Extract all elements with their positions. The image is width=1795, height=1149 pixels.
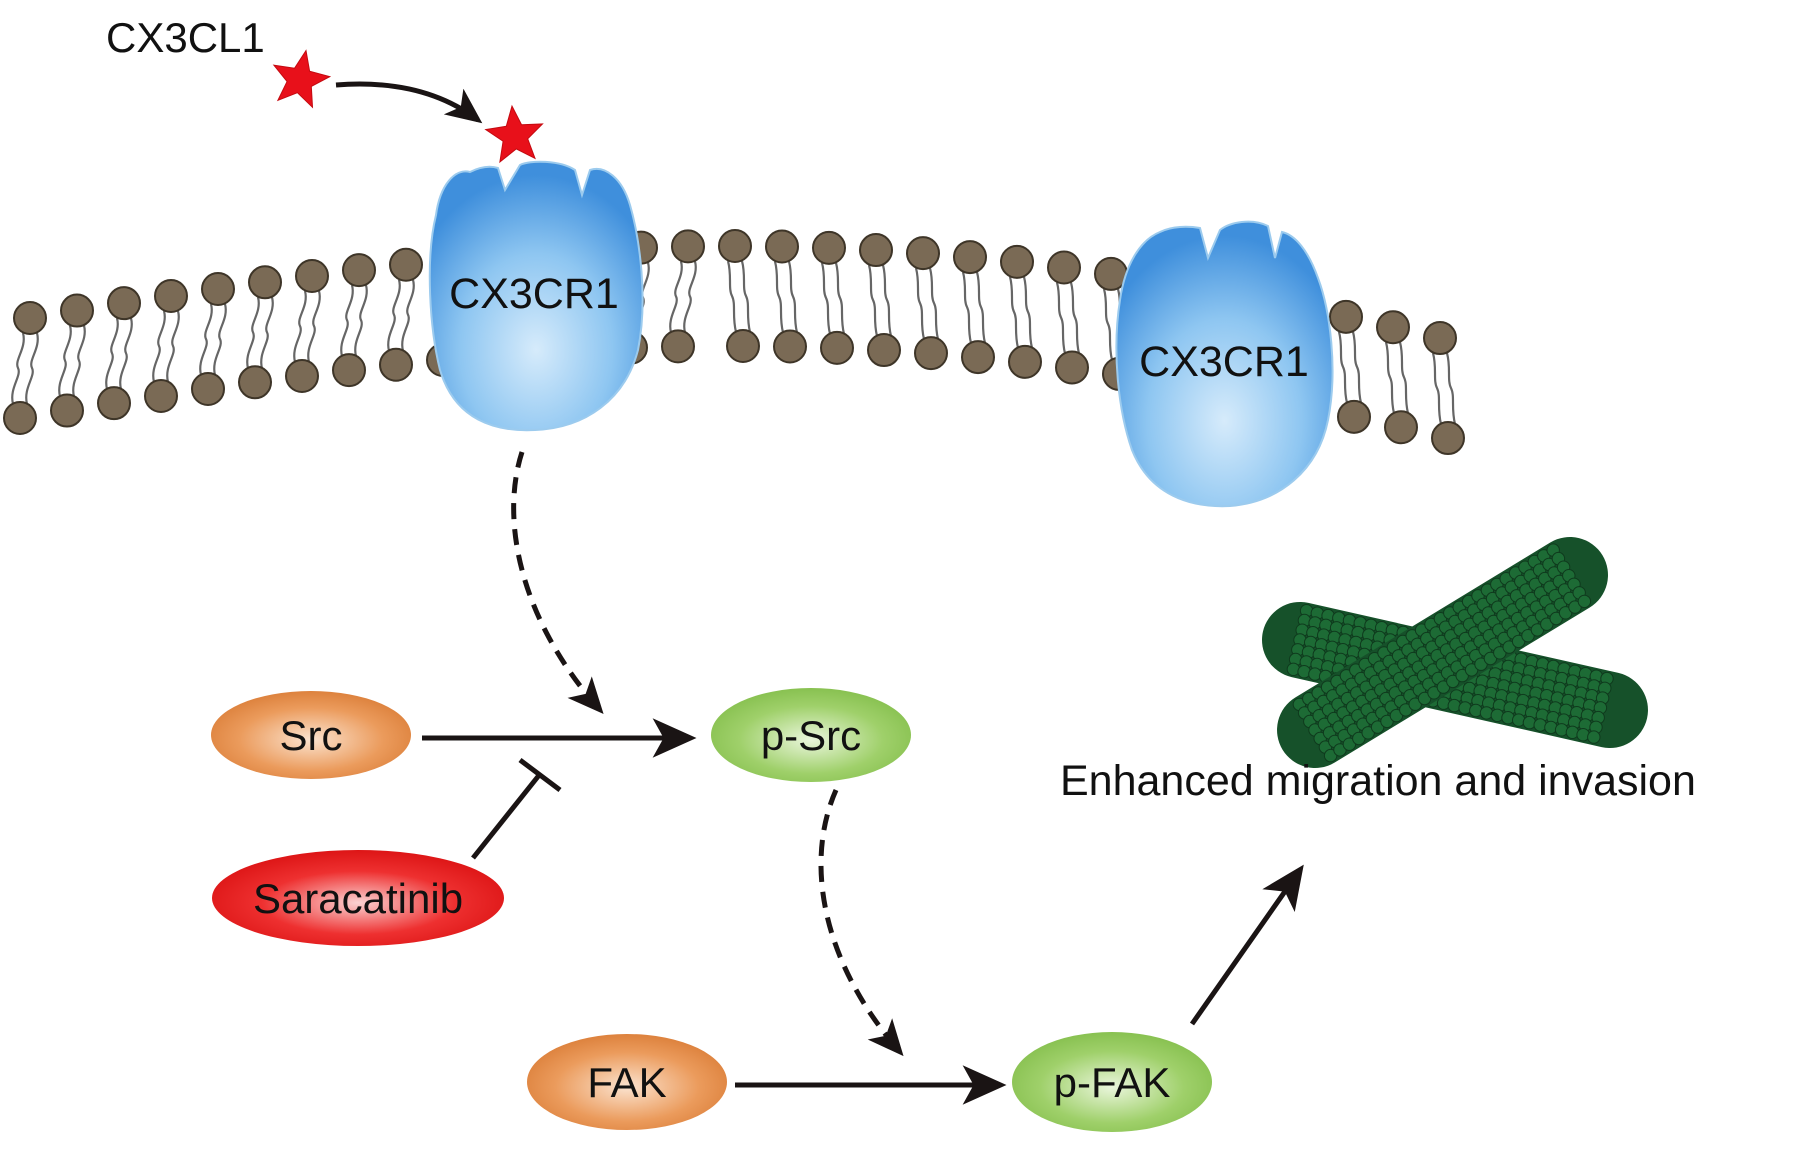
receptor-body <box>1115 220 1334 508</box>
ligand-star-icon <box>272 49 332 109</box>
lipid-head <box>812 230 846 265</box>
phospholipid <box>1000 244 1042 379</box>
lipid-head <box>60 293 94 328</box>
lipid-head <box>248 265 282 300</box>
node-fak: FAK <box>527 1034 727 1130</box>
phospholipid <box>191 271 235 406</box>
receptor-body <box>428 160 644 432</box>
lipid-head <box>379 347 413 382</box>
receptor-label: CX3CR1 <box>449 270 619 318</box>
phospholipid <box>379 247 423 382</box>
lipid-head <box>1384 410 1418 445</box>
receptor-cx3cr1-unbound: CX3CR1 <box>1115 220 1334 508</box>
lipid-head <box>107 286 141 321</box>
node-p-fak: p-FAK <box>1012 1032 1212 1132</box>
phospholipid <box>953 240 995 375</box>
phospholipid <box>718 229 760 364</box>
ligand-binding-arrow <box>335 81 483 124</box>
lipid-head <box>671 229 705 264</box>
lipid-head <box>1329 299 1363 334</box>
node-label: FAK <box>587 1059 666 1106</box>
phospholipid <box>1047 250 1089 385</box>
phospholipid <box>238 265 282 400</box>
node-label: Src <box>280 712 343 759</box>
phospholipid <box>812 230 854 365</box>
lipid-head <box>201 271 235 306</box>
microtubule-icon <box>1262 537 1648 768</box>
node-p-src: p-Src <box>711 688 911 782</box>
lipid-head <box>661 329 695 364</box>
lipid-head <box>238 365 272 400</box>
receptor-cx3cr1-bound: CX3CR1 <box>428 160 644 432</box>
phospholipid <box>765 229 807 364</box>
node-label: Saracatinib <box>253 875 463 922</box>
phospholipid <box>1423 321 1465 456</box>
phospholipid <box>859 233 901 368</box>
lipid-head <box>906 236 940 271</box>
indirect-arrow-receptor-to-psrc <box>511 451 604 715</box>
phospholipid <box>906 236 948 371</box>
lipid-head <box>295 259 329 294</box>
lipid-head <box>859 233 893 268</box>
phospholipid <box>332 253 376 388</box>
lipid-head <box>342 253 376 288</box>
node-src: Src <box>211 691 411 779</box>
lipid-head <box>50 393 84 428</box>
lipid-head <box>191 371 225 406</box>
phospholipid <box>1376 310 1418 445</box>
lipid-head <box>1047 250 1081 285</box>
lipid-head <box>953 240 987 275</box>
phospholipid <box>50 293 94 428</box>
phospholipid <box>661 229 705 364</box>
lipid-head <box>1008 344 1042 379</box>
lipid-head <box>1337 399 1371 434</box>
lipid-head <box>765 229 799 264</box>
ligand-label: CX3CL1 <box>106 14 265 61</box>
phospholipid <box>285 259 329 394</box>
lipid-head <box>97 386 131 421</box>
lipid-head <box>1055 350 1089 385</box>
phospholipid <box>1329 299 1371 434</box>
phospholipid <box>97 286 141 421</box>
lipid-head <box>1431 421 1465 456</box>
lipid-head <box>285 359 319 394</box>
lipid-head <box>13 301 47 335</box>
lipid-head <box>389 247 423 282</box>
lipid-head <box>773 329 807 364</box>
inhibition-saracatinib <box>471 758 562 860</box>
lipid-head <box>144 378 178 413</box>
lipid-head <box>1423 321 1457 356</box>
lipid-head <box>332 353 366 388</box>
lipid-head <box>3 401 37 435</box>
lipid-head <box>867 333 901 368</box>
lipid-head <box>1376 310 1410 345</box>
lipid-head <box>154 278 188 313</box>
lipid-head <box>961 340 995 375</box>
lipid-head <box>914 336 948 371</box>
outcome-label: Enhanced migration and invasion <box>1060 757 1696 805</box>
activation-arrow-pfak-to-outcome <box>1189 864 1304 1026</box>
lipid-head <box>718 229 752 264</box>
bound-ligand-star-icon <box>484 104 544 164</box>
indirect-arrow-psrc-to-pfak <box>818 788 904 1057</box>
receptor-label: CX3CR1 <box>1139 338 1309 386</box>
lipid-head <box>726 329 760 364</box>
phospholipid <box>3 301 47 435</box>
lipid-head <box>1000 244 1034 279</box>
phospholipid <box>144 278 188 413</box>
node-label: p-FAK <box>1054 1059 1171 1106</box>
node-label: p-Src <box>761 712 861 759</box>
node-saracatinib: Saracatinib <box>212 850 504 946</box>
lipid-head <box>820 330 854 365</box>
